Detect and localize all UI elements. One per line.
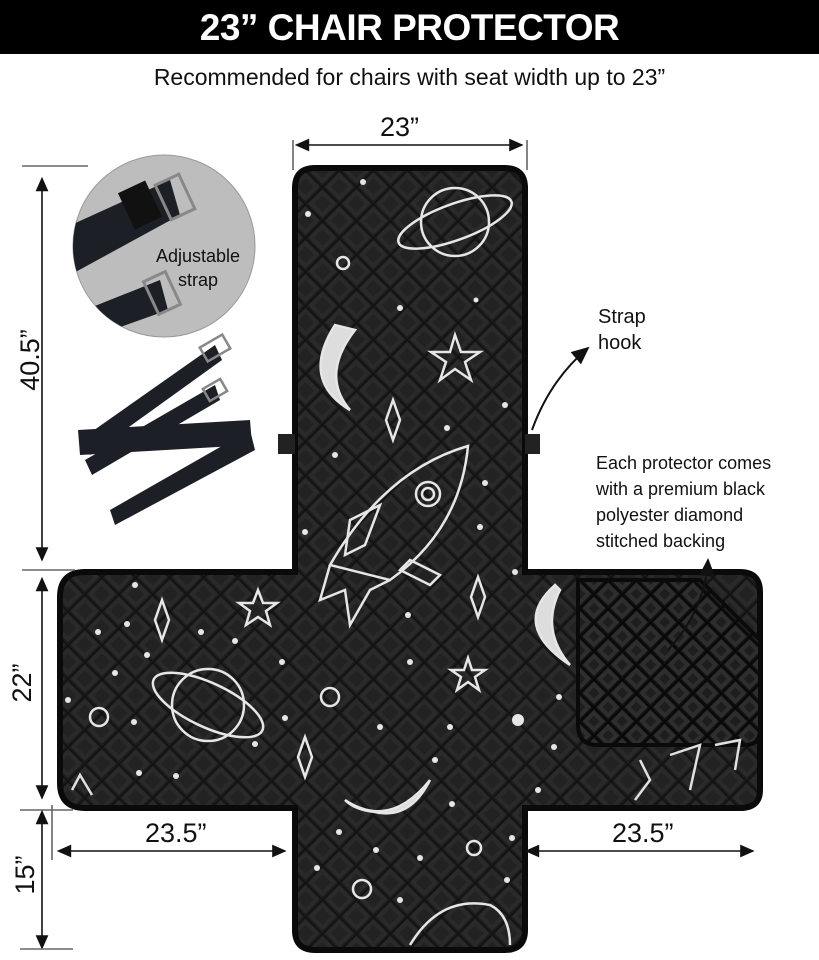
sparkle-icon (296, 733, 314, 781)
dot-icon (65, 179, 562, 903)
ring-icon (88, 706, 110, 728)
star-icon (426, 330, 485, 384)
moon-icon (534, 583, 571, 667)
strap-hook-left (278, 434, 295, 454)
page-title: 23” CHAIR PROTECTOR (199, 7, 620, 48)
curved-arrow-icon (667, 558, 716, 651)
moon-icon (319, 323, 358, 412)
subtitle: Recommended for chairs with seat width u… (153, 64, 666, 90)
moon-icon (344, 779, 432, 815)
strap-hook-right (525, 434, 540, 454)
dim-right-arm: 23.5” (612, 818, 674, 848)
planet-icon (397, 186, 513, 258)
ring-icon (465, 839, 483, 857)
planet-icon (408, 902, 512, 946)
curved-arrow-icon (531, 346, 590, 431)
backing-fold (576, 578, 762, 747)
ring-icon (319, 686, 341, 708)
star-icon (447, 654, 489, 694)
sparkle-icon (384, 396, 402, 444)
ring-icon (335, 255, 351, 271)
dim-seat-depth: 22” (7, 663, 37, 703)
sparkle-icon (153, 596, 171, 644)
rocket-icon (318, 444, 470, 629)
strap-hook-label: Strap hook (598, 306, 646, 354)
dimension-lines (20, 138, 755, 950)
star-icon (235, 586, 281, 628)
rocket-fragment (70, 738, 742, 801)
space-pattern (88, 186, 571, 946)
planet-icon (151, 667, 265, 743)
dim-top-width: 23” (380, 112, 420, 142)
strap-inset-label: Adjustable strap (155, 246, 241, 290)
dim-front-flap: 15” (10, 855, 40, 895)
dim-total-height: 40.5” (15, 329, 45, 391)
ring-icon (351, 878, 373, 900)
sparkle-icon (469, 573, 487, 621)
strap-inset (72, 154, 256, 338)
backing-note: Each protector comes with a premium blac… (596, 453, 772, 551)
dim-left-arm: 23.5” (145, 818, 207, 848)
strap-icon (78, 332, 255, 525)
title-banner: 23” CHAIR PROTECTOR (0, 0, 819, 54)
